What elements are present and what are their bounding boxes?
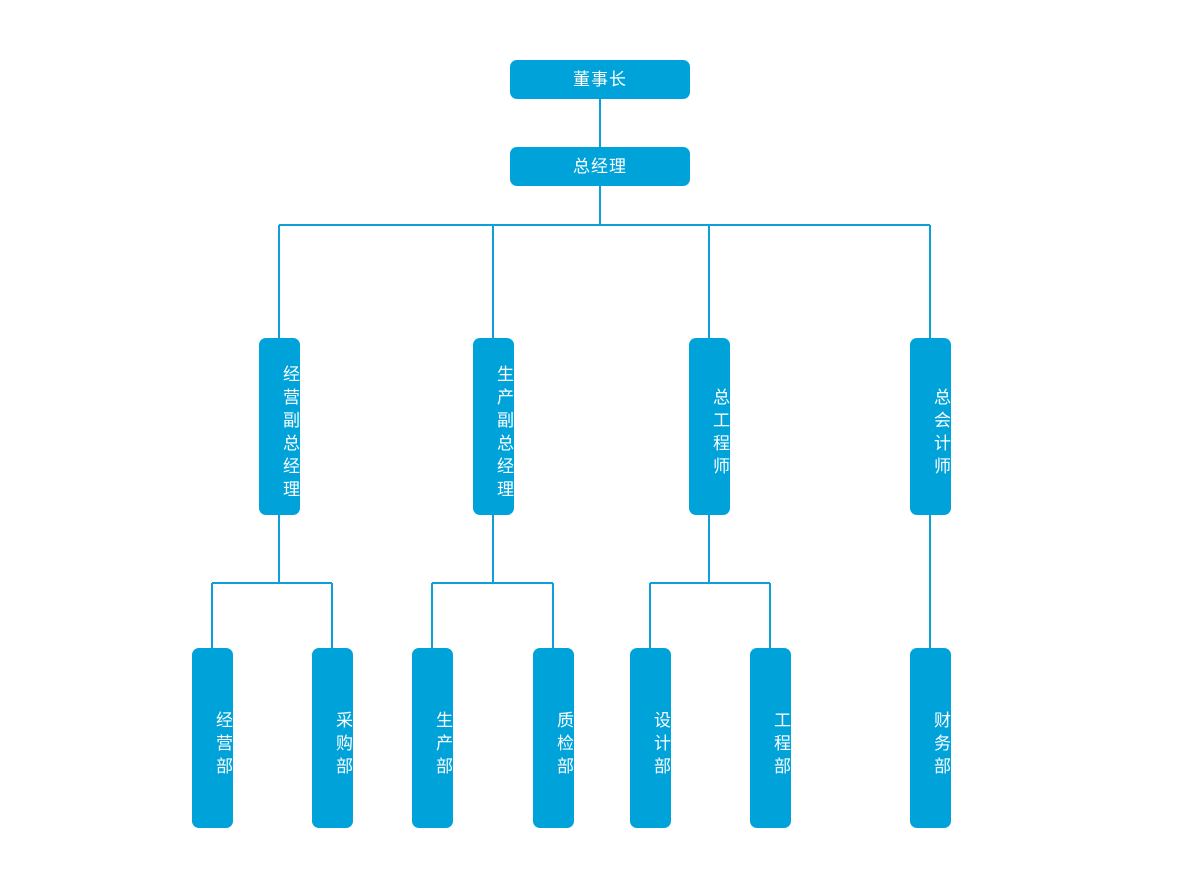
node-deputy-gm-production-label: 生产副总经理: [494, 364, 513, 503]
node-dept-engineering[interactable]: 工程部: [750, 648, 791, 828]
node-dept-production[interactable]: 生产部: [412, 648, 453, 828]
node-dept-design[interactable]: 设计部: [630, 648, 671, 828]
node-chairman-label: 董事长: [573, 69, 627, 89]
node-chief-engineer[interactable]: 总工程师: [689, 338, 730, 515]
node-dept-purchasing[interactable]: 采购部: [312, 648, 353, 828]
node-chief-engineer-label: 总工程师: [710, 387, 729, 480]
node-chairman[interactable]: 董事长: [510, 60, 690, 99]
node-dept-finance-label: 财务部: [931, 710, 950, 780]
node-dept-quality[interactable]: 质检部: [533, 648, 574, 828]
node-dept-finance[interactable]: 财务部: [910, 648, 951, 828]
node-dept-operations[interactable]: 经营部: [192, 648, 233, 828]
node-general-manager[interactable]: 总经理: [510, 147, 690, 186]
node-chief-accountant-label: 总会计师: [931, 387, 950, 480]
node-deputy-gm-operations[interactable]: 经营副总经理: [259, 338, 300, 515]
node-dept-purchasing-label: 采购部: [333, 710, 352, 780]
node-deputy-gm-operations-label: 经营副总经理: [280, 364, 299, 503]
node-dept-quality-label: 质检部: [554, 710, 573, 780]
node-dept-engineering-label: 工程部: [771, 710, 790, 780]
node-deputy-gm-production[interactable]: 生产副总经理: [473, 338, 514, 515]
node-general-manager-label: 总经理: [573, 156, 627, 176]
node-chief-accountant[interactable]: 总会计师: [910, 338, 951, 515]
node-dept-design-label: 设计部: [651, 710, 670, 780]
node-dept-production-label: 生产部: [433, 710, 452, 780]
node-dept-operations-label: 经营部: [213, 710, 232, 780]
